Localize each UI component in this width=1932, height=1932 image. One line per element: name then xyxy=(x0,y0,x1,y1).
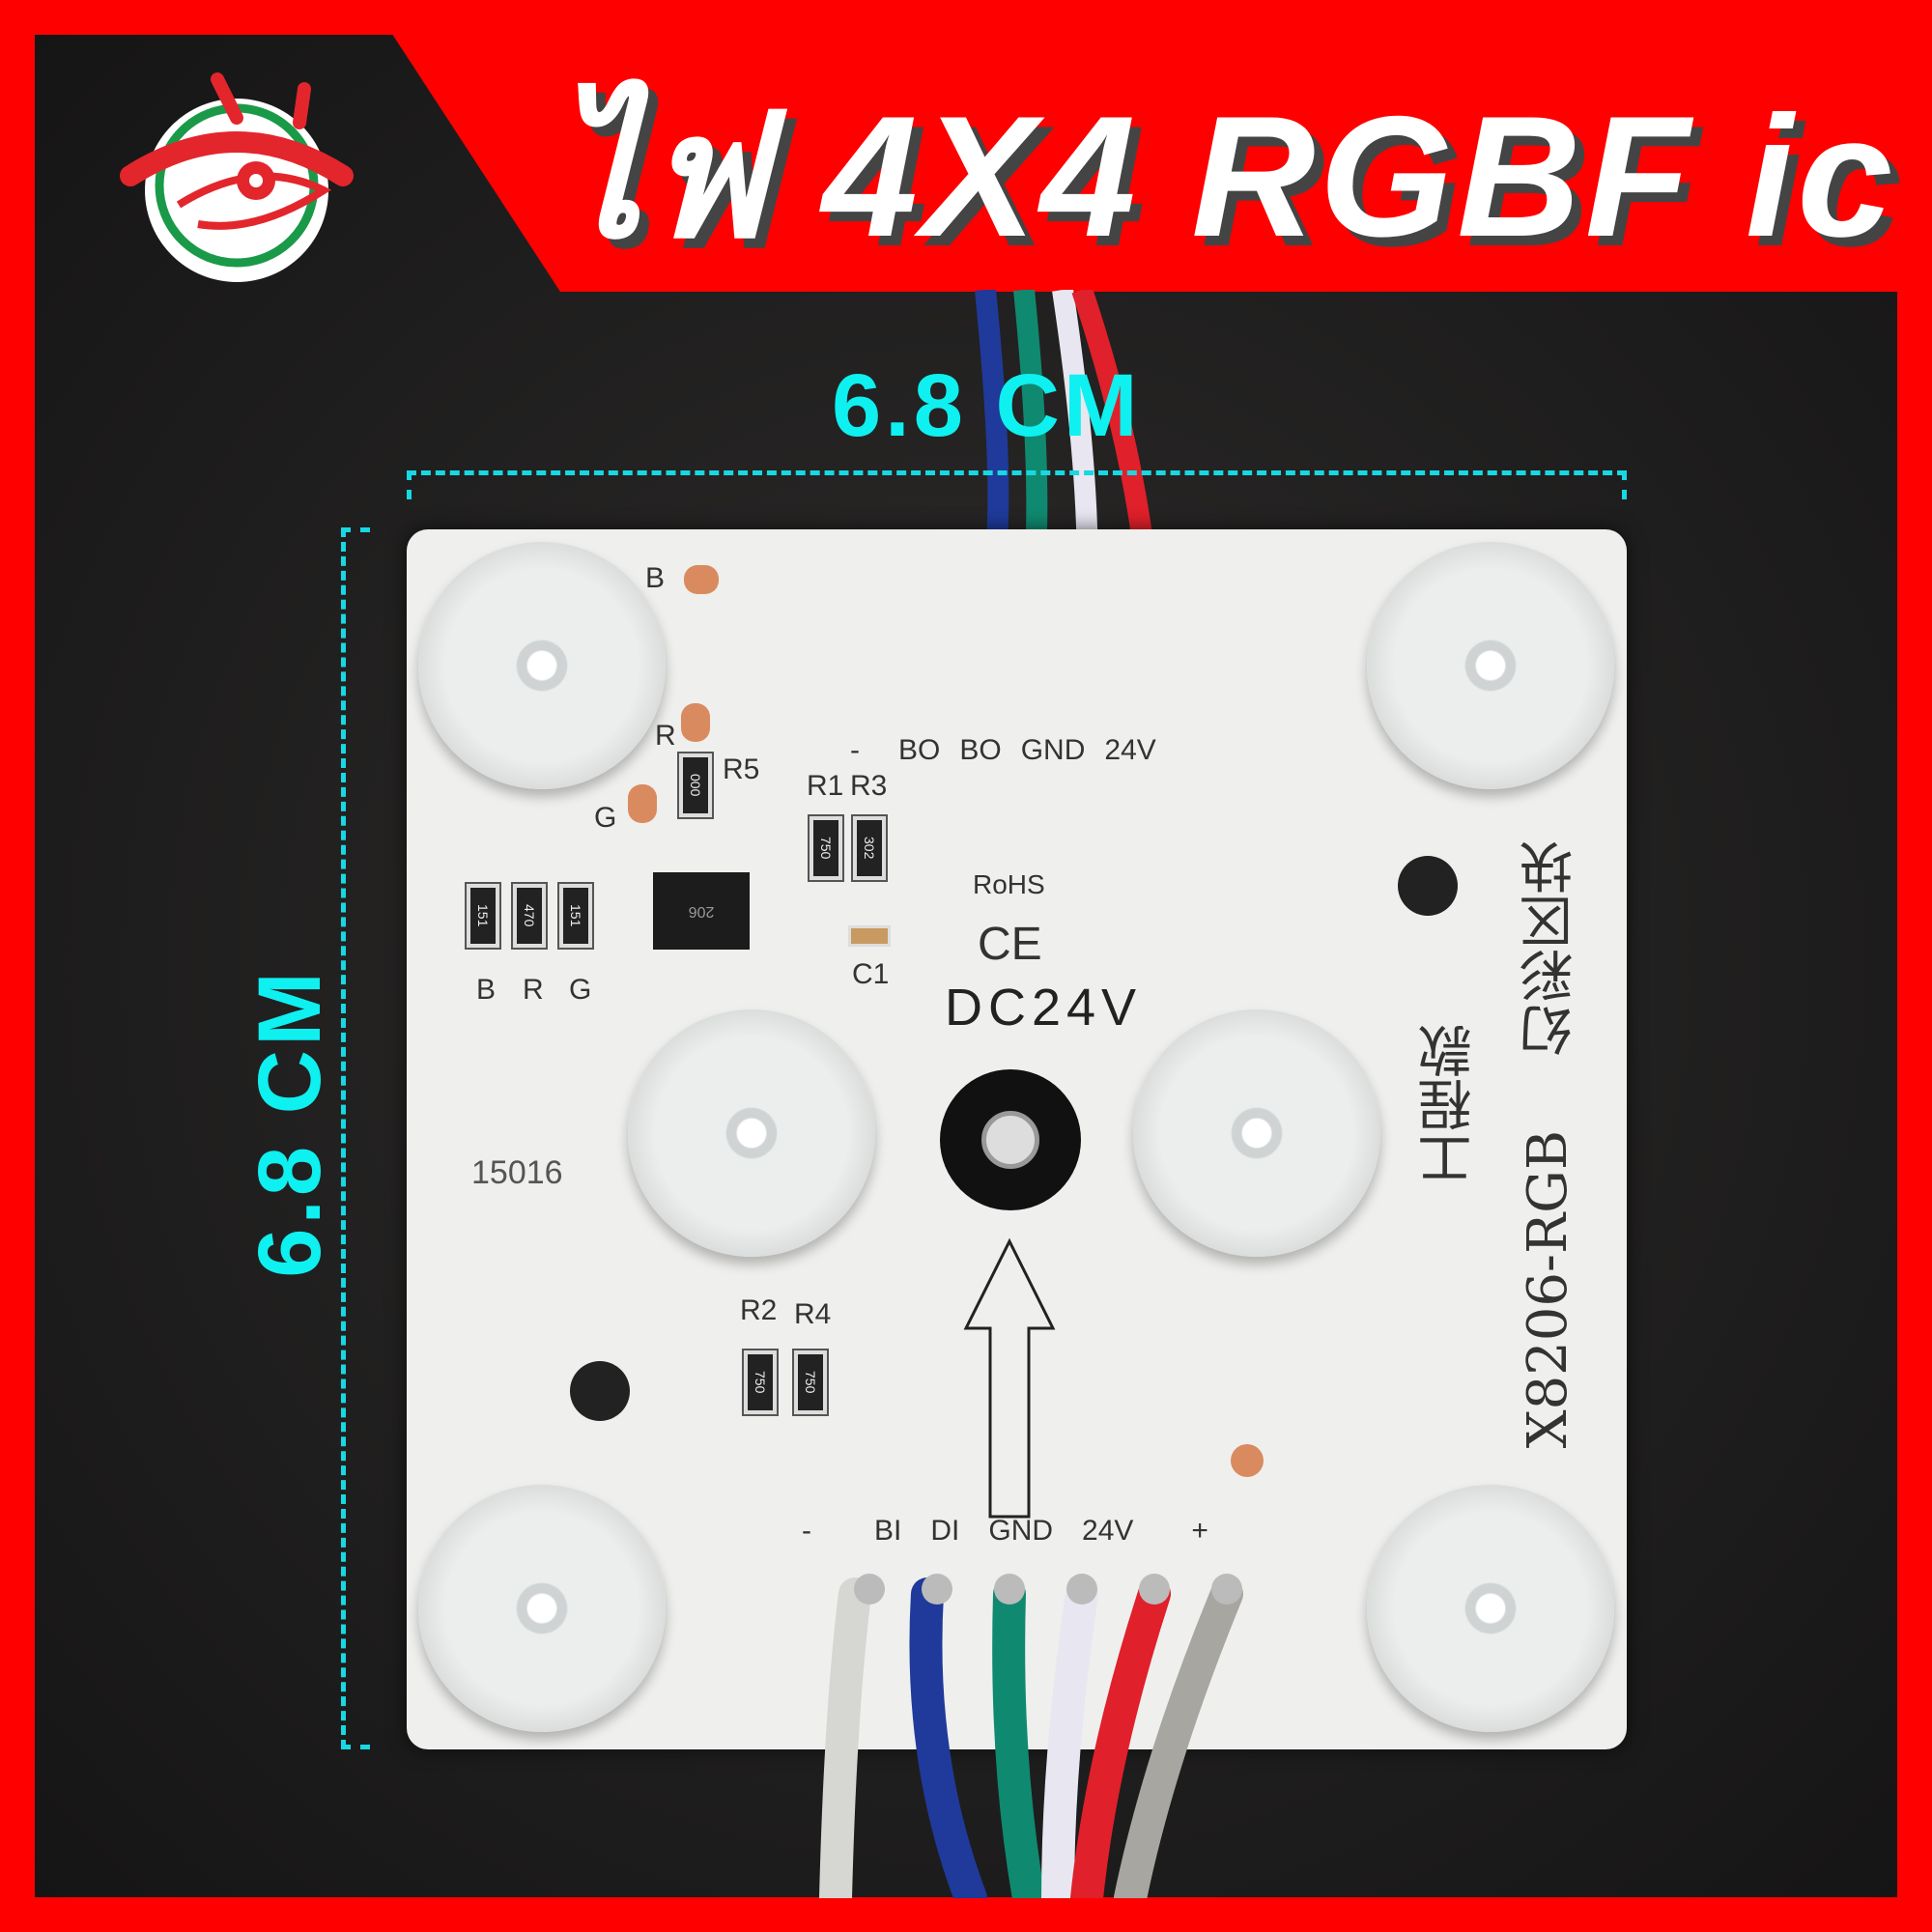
direction-arrow xyxy=(963,1237,1056,1519)
led-lens xyxy=(628,1009,875,1257)
resistor-r4: 750 xyxy=(792,1349,829,1416)
terminal-label: - xyxy=(802,1515,811,1547)
terminal-label: 24V xyxy=(1082,1515,1134,1547)
terminal-label: 24V xyxy=(1104,734,1156,766)
pad-label: R xyxy=(655,720,676,752)
b-label: B xyxy=(476,974,497,1006)
ic-marking: 206 xyxy=(688,903,715,920)
bottom-wires xyxy=(819,1574,1243,1898)
led-lens xyxy=(418,1485,666,1732)
chinese-label-2: 幻彩区块 xyxy=(1520,840,1582,1057)
company-logo xyxy=(111,60,357,292)
c1-label: C1 xyxy=(852,958,890,990)
r5-label: R5 xyxy=(723,753,760,785)
voltage-label: DC24V xyxy=(945,979,1143,1037)
r3-label: R3 xyxy=(850,770,888,802)
ce-mark: CE xyxy=(978,919,1042,970)
solder-pad xyxy=(684,565,719,594)
resistor-r2: 750 xyxy=(742,1349,779,1416)
width-dimension-line xyxy=(407,470,1627,499)
r-label: R xyxy=(523,974,544,1006)
terminal-label: GND xyxy=(988,1515,1054,1547)
r4-label: R4 xyxy=(794,1298,832,1330)
width-label: 6.8 CM xyxy=(832,356,1142,455)
resistor-g: 151 xyxy=(557,882,594,950)
page-title: ไฟ 4X4 RGBF ic xyxy=(554,80,1897,272)
resistor-r1: 750 xyxy=(808,814,844,882)
terminal-label: BO xyxy=(898,734,941,766)
pad-label: G xyxy=(594,802,617,834)
solder-pad xyxy=(681,703,710,742)
capacitor-c1 xyxy=(848,925,891,947)
chinese-label-vertical: 幻彩区块 xyxy=(1512,840,1590,1057)
r1-label: R1 xyxy=(807,770,844,802)
led-lens xyxy=(418,542,666,789)
terminal-label: GND xyxy=(1020,734,1086,766)
terminal-label: DI xyxy=(930,1515,960,1547)
terminal-label: BI xyxy=(874,1515,902,1547)
solder-pad xyxy=(1231,1444,1264,1477)
ic-chip: 206 xyxy=(653,872,750,950)
solder-pad xyxy=(628,784,657,823)
mounting-hole xyxy=(940,1069,1081,1210)
terminal-label: BO xyxy=(959,734,1002,766)
model-number: X8206-RGB xyxy=(1517,1130,1579,1449)
height-label: 6.8 CM xyxy=(240,968,339,1278)
led-lens xyxy=(1367,542,1614,789)
chinese-label-1: 工程款 xyxy=(1418,1024,1481,1186)
chinese-label-vertical: 工程款 xyxy=(1410,1024,1489,1186)
r2-label: R2 xyxy=(740,1294,778,1326)
terminal-label: + xyxy=(1191,1515,1208,1547)
mounting-hole xyxy=(570,1361,630,1421)
led-lens xyxy=(1133,1009,1380,1257)
header-banner xyxy=(370,0,1932,292)
bottom-terminals: - BI DI GND 24V + xyxy=(802,1515,1208,1548)
rohs-mark: RoHS xyxy=(973,869,1045,899)
g-label: G xyxy=(569,974,592,1006)
resistor-r5: 000 xyxy=(677,752,714,819)
resistor-r3: 302 xyxy=(851,814,888,882)
serial-number: 15016 xyxy=(471,1154,563,1191)
pad-label: B xyxy=(645,562,666,594)
led-lens xyxy=(1367,1485,1614,1732)
height-dimension-line xyxy=(341,527,370,1749)
terminal-label: - xyxy=(850,734,860,766)
resistor-r: 470 xyxy=(511,882,548,950)
mounting-hole xyxy=(1398,856,1458,916)
resistor-b: 151 xyxy=(465,882,501,950)
top-terminals: - BO BO GND 24V xyxy=(850,734,1156,767)
